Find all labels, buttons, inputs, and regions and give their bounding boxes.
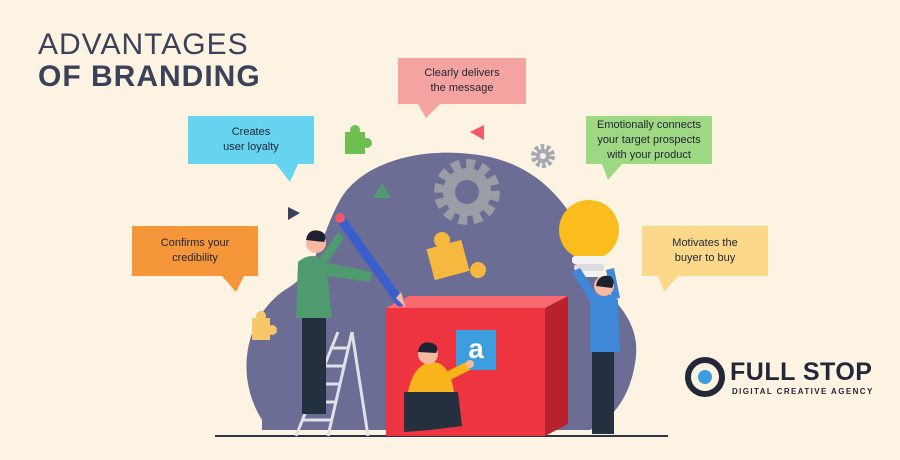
puzzle-green-icon (345, 125, 372, 154)
bubble-message: Clearly delivers the message (398, 58, 526, 104)
box-side (545, 296, 568, 436)
brand-block: FULL STOP DIGITAL CREATIVE AGENCY (686, 356, 876, 406)
bubble-emotion: Emotionally connects your target prospec… (586, 116, 712, 164)
bubble-emotion-text: Emotionally connects your target prospec… (597, 118, 701, 161)
puzzle-small-icon (252, 311, 277, 340)
page-title-line1: ADVANTAGES (38, 28, 249, 61)
triangle-pink-icon (470, 125, 484, 140)
page-title-line2: OF BRANDING (38, 60, 261, 93)
bubble-credibility-text: Confirms your credibility (160, 237, 230, 264)
gear-large-icon (434, 159, 500, 225)
person-holding-bulb (572, 268, 620, 434)
box-top (386, 296, 568, 308)
bubble-message-text: Clearly delivers the message (424, 67, 500, 94)
light-bulb-icon (559, 200, 619, 277)
bubble-credibility: Confirms your credibility (132, 226, 258, 276)
box-label-letter: a (468, 333, 484, 364)
bubble-loyalty-tail (276, 164, 298, 182)
triangle-green-icon (373, 183, 391, 198)
gear-small-icon (531, 144, 555, 168)
puzzle-yellow-icon (426, 232, 486, 281)
brand-name: FULL STOP (730, 358, 873, 386)
brand-tagline: DIGITAL CREATIVE AGENCY (732, 387, 874, 396)
brand-logo-icon (685, 357, 725, 397)
bubble-motivate-tail (658, 276, 678, 292)
bubble-motivate: Motivates the buyer to buy (642, 226, 768, 276)
person-with-pencil (296, 213, 406, 414)
bubble-motivate-text: Motivates the buyer to buy (672, 237, 738, 264)
triangle-navy-icon (288, 207, 300, 220)
person-kneeling (404, 342, 474, 432)
bubble-loyalty-text: Creates user loyalty (223, 126, 279, 153)
bubble-message-tail (418, 104, 440, 118)
box-label-square (456, 330, 496, 370)
bubble-loyalty: Creates user loyalty (188, 116, 314, 164)
bubble-credibility-tail (222, 276, 244, 292)
bubble-emotion-tail (602, 164, 622, 180)
